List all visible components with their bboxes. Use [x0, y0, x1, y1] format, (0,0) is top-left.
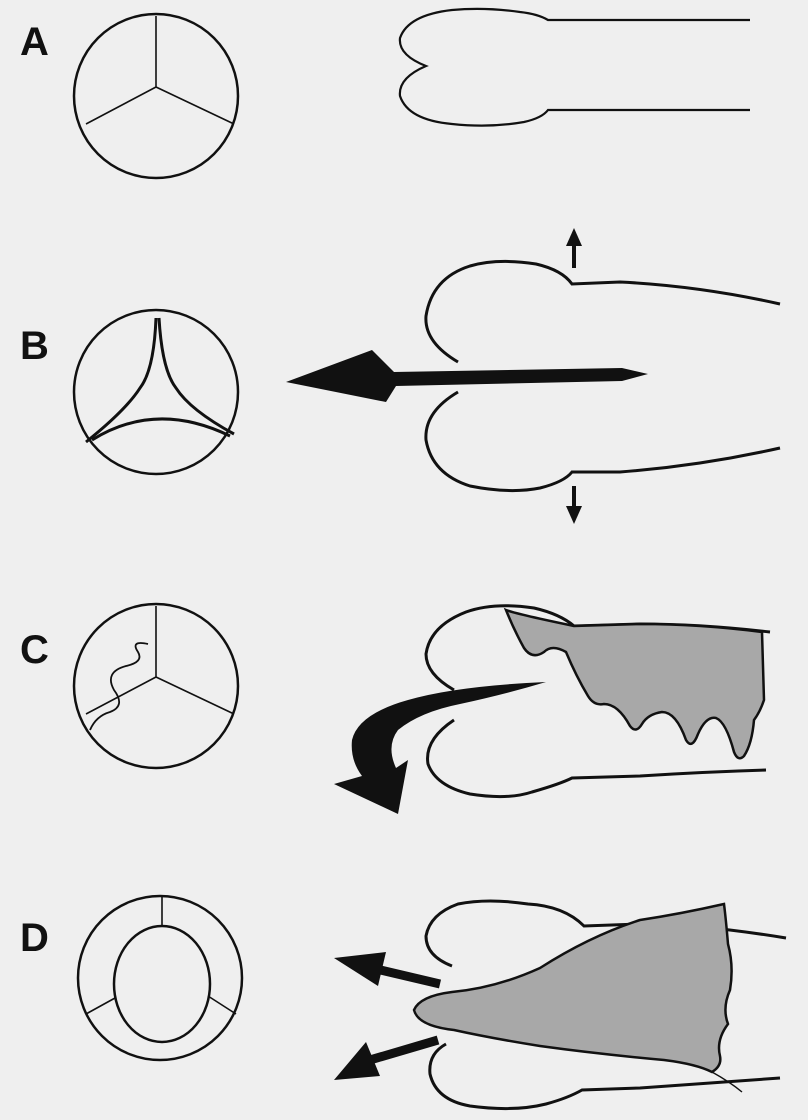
panel-a — [72, 7, 750, 180]
panel-b — [72, 228, 781, 524]
jet-arrow-lower-d — [334, 1035, 440, 1080]
panel-c — [72, 602, 771, 814]
valve-d-circle-view — [76, 894, 244, 1062]
panel-label-d: D — [20, 916, 49, 960]
dilation-arrow-up — [566, 228, 582, 268]
panel-d — [76, 894, 787, 1111]
regurgitant-jet-arrow — [286, 350, 648, 402]
shaded-region-d — [412, 902, 733, 1074]
panel-label-a: A — [20, 20, 49, 64]
jet-arrow-upper-d — [334, 952, 442, 989]
dilation-arrow-down — [566, 486, 582, 524]
aortic-root-b — [424, 259, 781, 493]
valve-c-circle-view — [72, 602, 240, 770]
aortic-root-a — [398, 7, 750, 127]
valve-a-circle-view — [72, 12, 240, 180]
valve-b-circle-view — [72, 308, 240, 476]
panel-label-c: C — [20, 628, 49, 672]
prolapse-shaded-region-c — [503, 607, 766, 760]
shaded-region-d-edge — [711, 1071, 743, 1093]
eccentric-jet-arrow — [334, 682, 546, 814]
panel-label-b: B — [20, 324, 49, 368]
